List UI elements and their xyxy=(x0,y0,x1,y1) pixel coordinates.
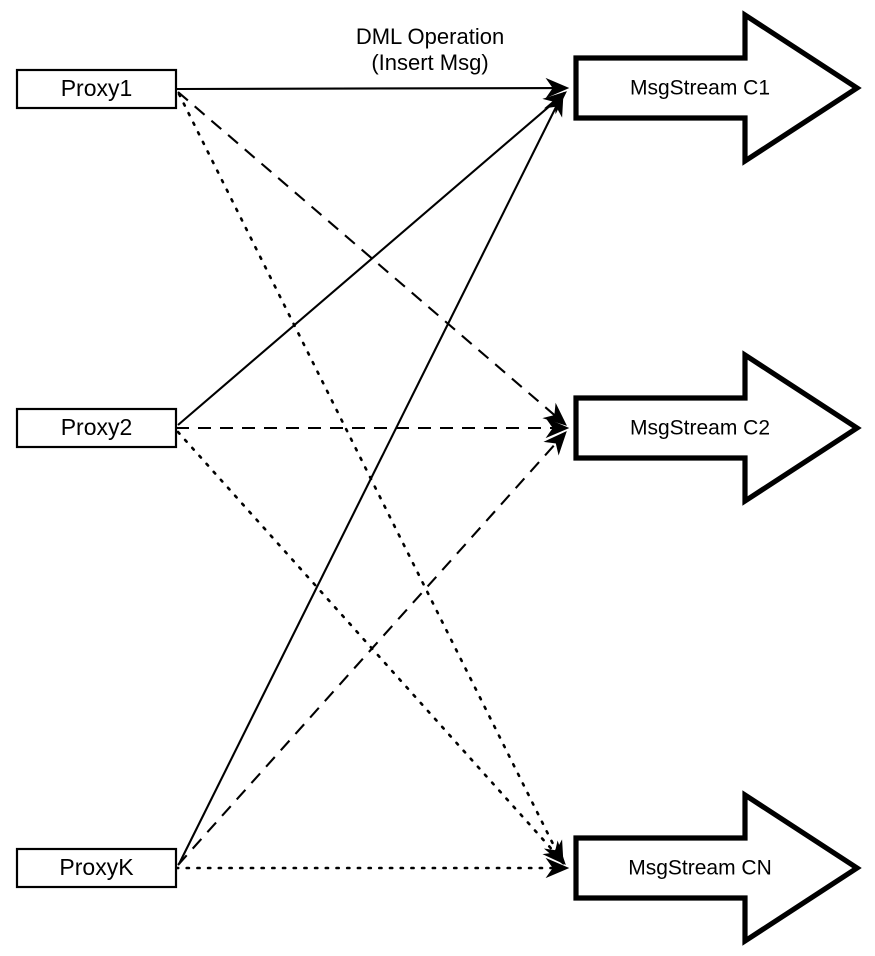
stream-node-stream_cn: MsgStream CN xyxy=(573,790,862,946)
stream-node-stream_c1: MsgStream C1 xyxy=(573,10,862,166)
proxy-box-rect xyxy=(15,68,178,110)
edge-arrowhead-icon xyxy=(543,431,567,456)
proxy-node-proxy1: Proxy1 xyxy=(15,68,178,110)
edge-proxyk-to-cn xyxy=(174,857,570,879)
edge-line-dotted xyxy=(176,430,559,857)
proxy-node-proxy2: Proxy2 xyxy=(15,407,178,449)
streams-group: MsgStream C1 MsgStream C2 MsgStream CN xyxy=(573,10,862,946)
edge-proxy2-to-cn xyxy=(176,430,566,865)
edge-proxyk-to-c1 xyxy=(178,91,564,865)
edge-line-dashed xyxy=(177,439,560,866)
stream-arrow-shape xyxy=(573,350,862,506)
edge-line-solid xyxy=(175,86,557,91)
edge-arrowhead-icon xyxy=(545,77,570,99)
stream-label: MsgStream C1 xyxy=(630,77,770,100)
proxy-box-rect xyxy=(15,407,178,449)
edge-line-dashed xyxy=(177,91,558,419)
caption-line-2: (Insert Msg) xyxy=(371,50,488,75)
edge-line-dotted xyxy=(177,92,560,855)
caption-line-1: DML Operation xyxy=(356,24,504,49)
stream-label: MsgStream CN xyxy=(628,857,772,880)
stream-label: MsgStream C2 xyxy=(630,417,770,440)
stream-arrow-shape xyxy=(573,10,862,166)
edge-arrowhead-icon xyxy=(545,417,570,439)
edge-arrowhead-icon xyxy=(542,840,566,865)
edge-proxy1-to-c1 xyxy=(175,77,570,99)
stream-arrow-shape xyxy=(573,790,862,946)
edge-proxyk-to-c2 xyxy=(177,431,567,866)
edge-arrowhead-icon xyxy=(543,91,564,118)
proxy-label: ProxyK xyxy=(59,854,134,880)
proxy-label: Proxy1 xyxy=(61,75,133,101)
proxy-label: Proxy2 xyxy=(61,414,133,440)
edge-line-solid xyxy=(177,98,558,426)
proxy-box-rect xyxy=(15,847,178,889)
caption-group: DML Operation (Insert Msg) xyxy=(356,24,504,75)
proxy-node-proxyk: ProxyK xyxy=(15,847,178,889)
stream-node-stream_c2: MsgStream C2 xyxy=(573,350,862,506)
edge-arrowhead-icon xyxy=(542,402,567,426)
edge-arrowhead-icon xyxy=(545,857,570,879)
edges-group xyxy=(174,77,570,879)
edge-line-solid xyxy=(178,102,559,865)
edge-proxy2-to-c2 xyxy=(176,417,570,439)
